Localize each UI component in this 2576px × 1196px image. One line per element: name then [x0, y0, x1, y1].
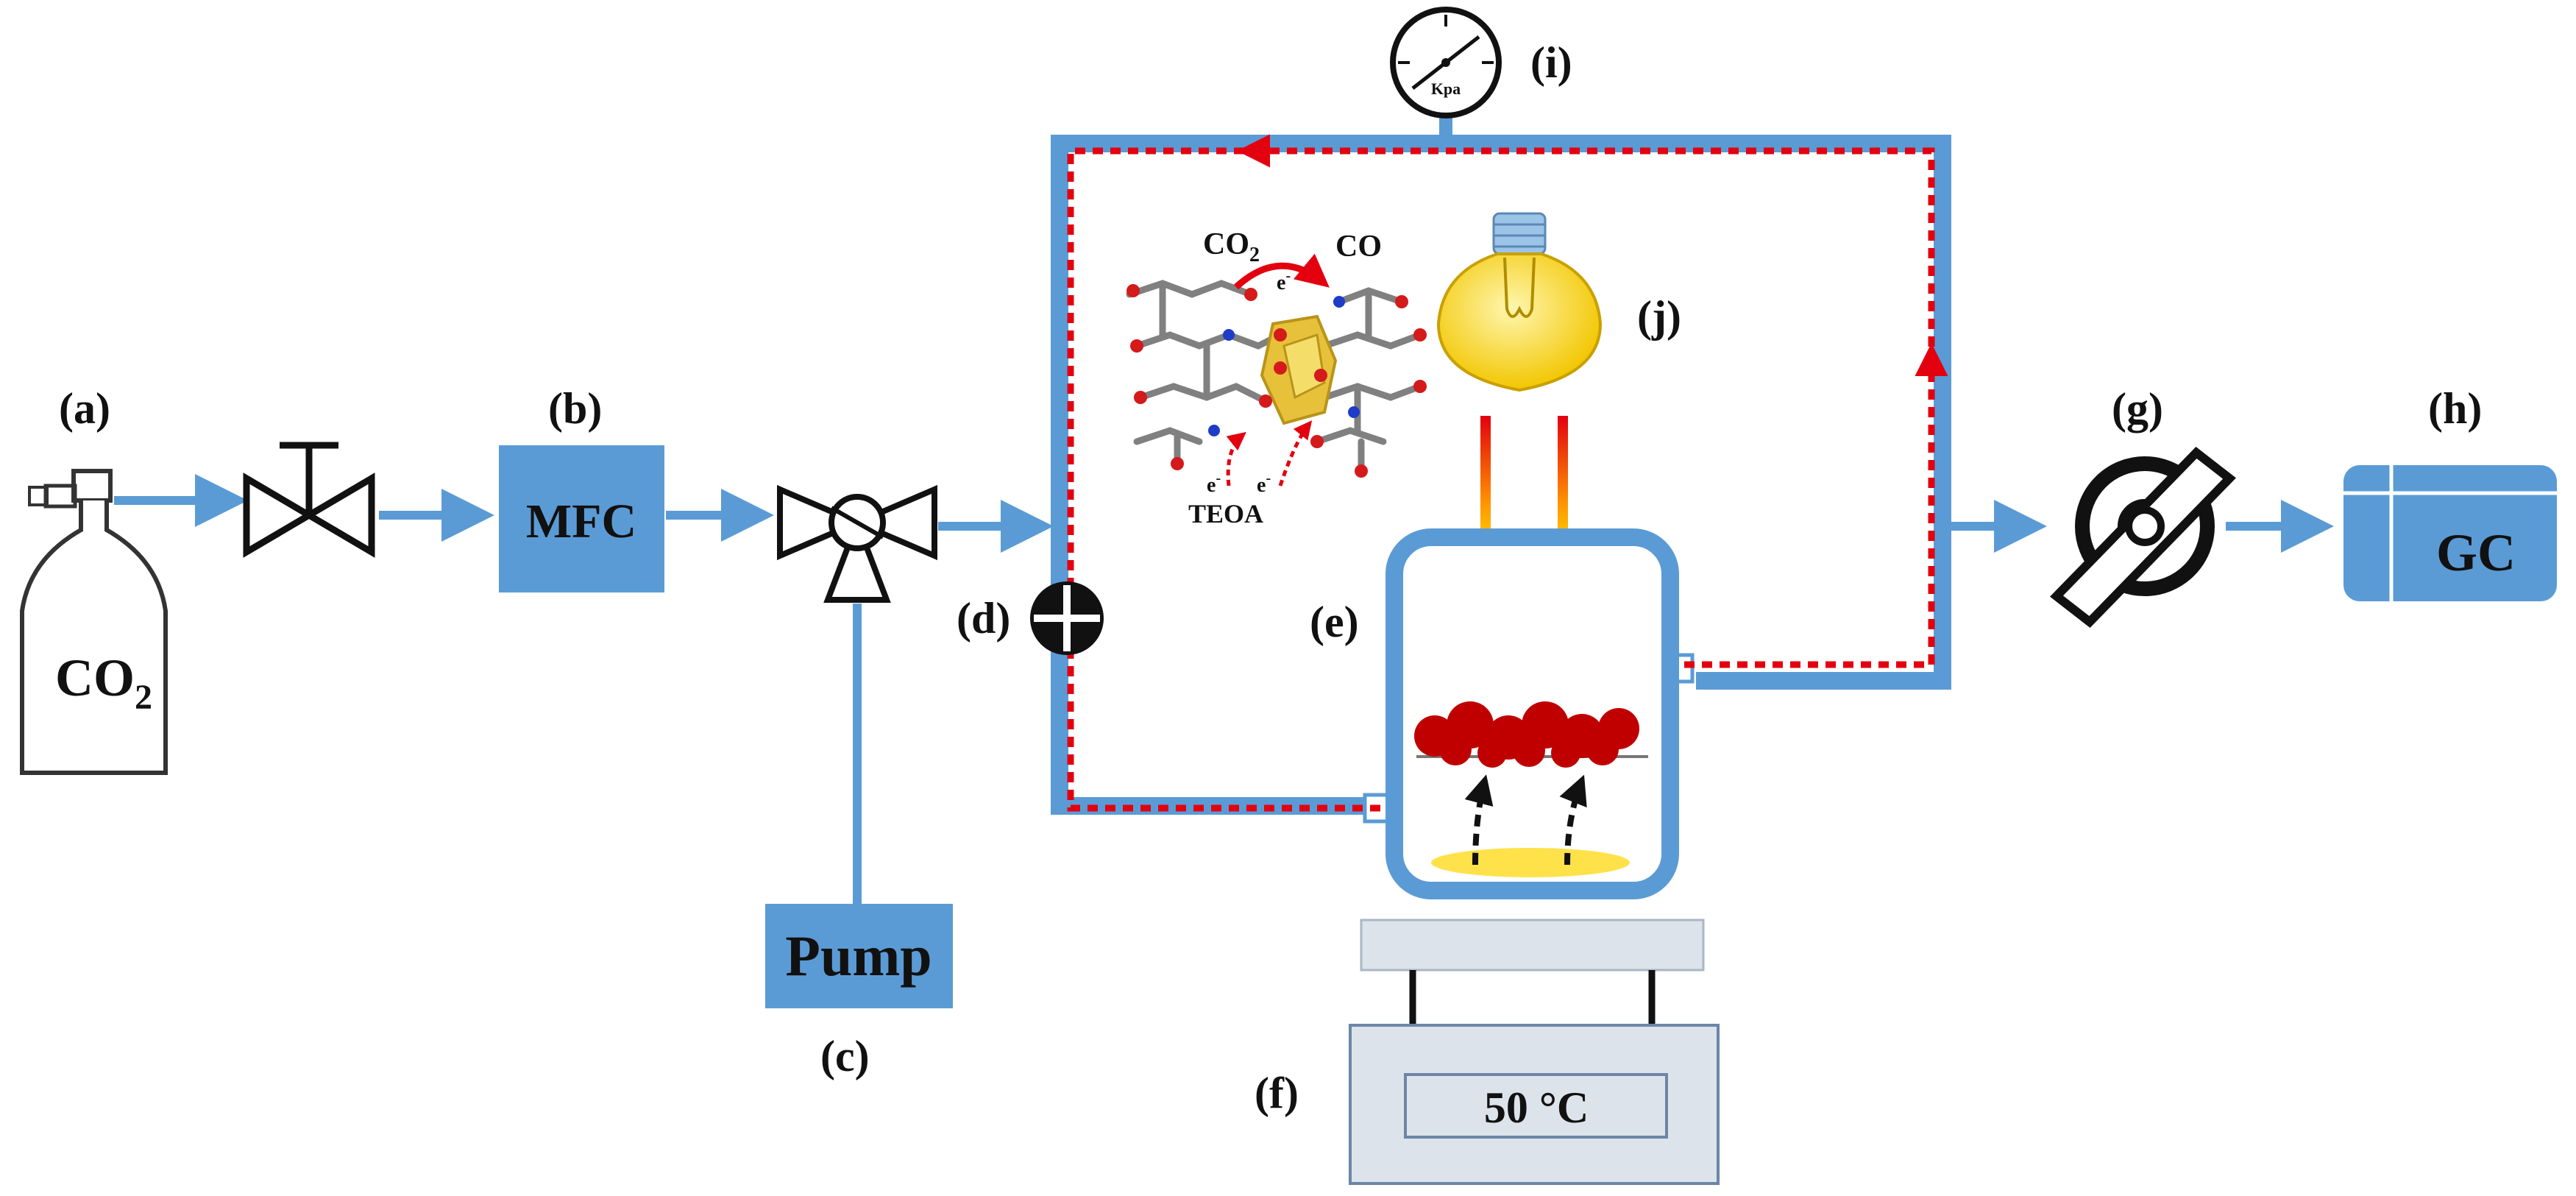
- electron-label-left: e-: [1207, 470, 1221, 497]
- reactant-label: CO2: [1203, 227, 1260, 266]
- electron-label-top: e-: [1277, 268, 1291, 294]
- electron-label-right: e-: [1257, 470, 1271, 497]
- gas-cylinder-icon: [20, 469, 168, 775]
- product-label: CO: [1335, 230, 1382, 263]
- three-way-valve-icon[interactable]: [777, 484, 937, 603]
- pump-box: [765, 904, 953, 1008]
- needle-valve-icon[interactable]: [243, 442, 375, 558]
- vapor-arrow-right: [1559, 774, 1587, 866]
- sacrificial-agent-label: TEOA: [1188, 499, 1263, 528]
- temperature-display: [1404, 1073, 1668, 1139]
- label-j: (j): [1637, 292, 1681, 341]
- four-way-valve-icon[interactable]: [1030, 581, 1104, 655]
- label-d: (d): [957, 594, 1010, 643]
- label-c: (c): [820, 1032, 870, 1080]
- light-bulb-icon: [1436, 212, 1603, 392]
- check-valve-icon[interactable]: [2050, 446, 2236, 629]
- gc-label: GC: [2436, 523, 2516, 582]
- catalyst-particles: [1414, 701, 1639, 768]
- cylinder-formula: CO2: [55, 648, 152, 717]
- label-b: (b): [548, 384, 602, 433]
- liquid-solution: [1431, 848, 1630, 877]
- gas-cylinder: (a) CO2: [20, 384, 168, 775]
- mof-structure-icon: [1126, 253, 1427, 486]
- label-i: (i): [1530, 38, 1572, 87]
- pump-label: Pump: [785, 924, 932, 988]
- label-f: (f): [1255, 1069, 1299, 1117]
- hotplate-top: [1360, 919, 1705, 972]
- label-a: (a): [59, 384, 110, 433]
- gauge-unit: Kpa: [1431, 79, 1461, 98]
- mfc-box: [499, 445, 664, 592]
- heater-body: [1349, 1024, 1720, 1185]
- gc-box: [2343, 465, 2557, 601]
- mfc-label: MFC: [526, 495, 636, 548]
- label-h: (h): [2428, 384, 2482, 433]
- label-g: (g): [2112, 384, 2163, 433]
- vapor-arrow-left: [1464, 774, 1494, 866]
- pressure-gauge-icon: [1390, 7, 1502, 118]
- temperature-reading: 50 °C: [1484, 1083, 1589, 1132]
- label-e: (e): [1310, 598, 1359, 646]
